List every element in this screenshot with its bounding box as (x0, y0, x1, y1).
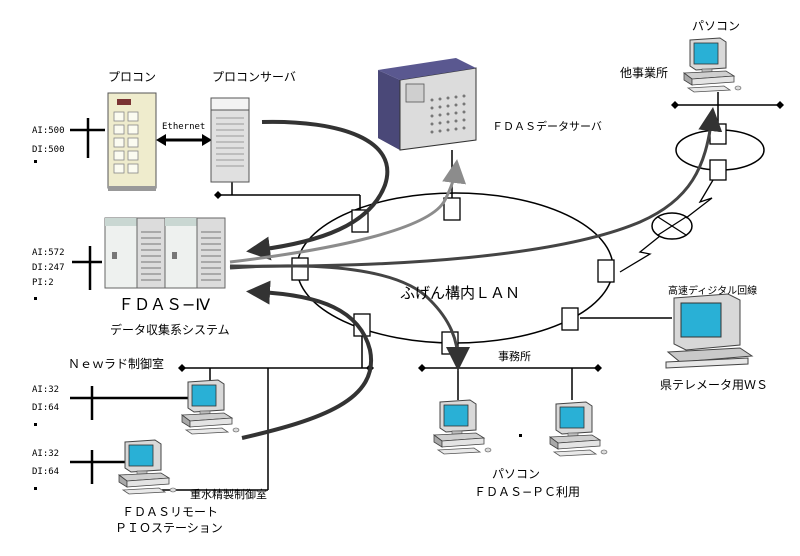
heavy-ai-label: AI:32 (32, 449, 59, 459)
lan-tap (353, 313, 371, 337)
fdas4-label: ＦＤＡＳ−Ⅳ (118, 295, 210, 314)
pref-telemeter-label: 県テレメータ用ＷＳ (660, 378, 768, 392)
newrad-io-bracket (70, 386, 190, 420)
lan-tap (291, 257, 309, 281)
office-pc-left-icon (432, 399, 492, 455)
ethernet-label: Ethernet (162, 122, 205, 132)
lan-tap (709, 159, 727, 181)
io-dot (34, 423, 37, 426)
top-right-bus (671, 92, 784, 140)
office-dot (519, 434, 522, 437)
fdas-data-server-label: ＦＤＡＳデータサーバ (492, 119, 602, 133)
other-office-label: 他事業所 (620, 66, 668, 80)
procon-label: プロコン (108, 70, 156, 84)
io-dot (34, 297, 37, 300)
data-system-label: データ収集系システム (110, 322, 230, 337)
heavy-water-label: 重水精製制御室 (190, 487, 267, 501)
io-dot (34, 487, 37, 490)
remote-label-1: ＦＤＡＳリモート (122, 505, 218, 519)
flow-arrow-procon-to-fdas (246, 119, 390, 261)
procon-di-label: DI:500 (32, 145, 65, 155)
router-icon (651, 212, 693, 240)
pc-top-icon (682, 37, 742, 93)
high-speed-line-zigzag (685, 174, 717, 219)
newrad-di-label: DI:64 (32, 403, 59, 413)
fdas-data-server-icon (378, 58, 477, 151)
lan-label: ふげん構内ＬＡＮ (400, 284, 520, 302)
procon-ai-label: AI:500 (32, 126, 65, 136)
pc-top-label: パソコン (692, 19, 740, 33)
pc-bottom-label: パソコン (492, 467, 540, 481)
remote-label-2: ＰＩＯステーション (115, 521, 223, 535)
new-rad-label: Ｎｅｗラド制御室 (68, 356, 164, 371)
fdas-io-bracket (72, 246, 102, 290)
procon-server-label: プロコンサーバ (212, 70, 296, 84)
procon-server-bus (214, 180, 361, 212)
office-pc-right-icon (548, 401, 608, 457)
lan-tap (597, 259, 615, 283)
procon-server-icon (210, 97, 250, 183)
flow-arrow-fdas-to-dataserver (229, 159, 467, 264)
procon-io-bracket (70, 118, 105, 158)
flow-arrow-remote-to-fdas (241, 280, 374, 440)
heavy-water-io-bracket (70, 450, 130, 484)
office-label: 事務所 (498, 349, 531, 363)
high-speed-line-label: 高速ディジタル回線 (668, 284, 757, 297)
procon-cabinet-icon (107, 92, 157, 191)
newrad-ai-label: AI:32 (32, 385, 59, 395)
lan-tap (443, 197, 461, 221)
high-speed-line-zigzag-lower (619, 235, 661, 273)
newrad-pc-icon (180, 379, 240, 435)
flow-arrow-fdas-to-other-office (229, 107, 723, 268)
fdas-pi-label: PI:2 (32, 278, 54, 288)
heavy-water-pc-icon (117, 439, 177, 495)
fdas4-cabinet-icon (104, 217, 226, 289)
lan-tap (709, 123, 727, 145)
fdas-pc-label: ＦＤＡＳ−ＰＣ利用 (474, 485, 580, 499)
fdas-di-label: DI:247 (32, 263, 65, 273)
heavy-di-label: DI:64 (32, 467, 59, 477)
io-dot (34, 160, 37, 163)
telemeter-workstation-icon (665, 293, 754, 369)
fdas-ai-label: AI:572 (32, 248, 65, 258)
lan-tap (561, 307, 579, 331)
